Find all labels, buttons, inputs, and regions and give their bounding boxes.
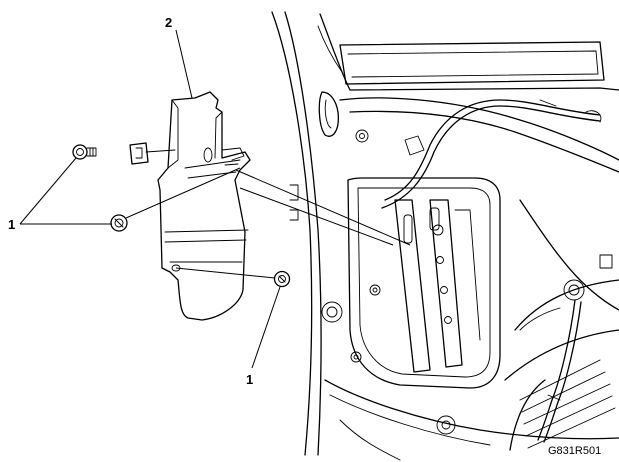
fastener-upper-left [72, 144, 97, 160]
door-bolt-icon [350, 351, 362, 363]
bracket-part [129, 91, 251, 321]
speaker-grille [519, 359, 616, 449]
leader-lines [19, 29, 411, 369]
callout-label-fastener-bottom: 1 [246, 372, 253, 387]
door-cable [381, 99, 602, 209]
figure-id: G831R501 [548, 445, 601, 457]
door-bolt-icon [355, 129, 369, 143]
callout-label-bracket: 2 [165, 15, 172, 30]
door-cable [537, 299, 582, 443]
fastener-middle-left [110, 214, 128, 232]
callout-label-fastener-left: 1 [8, 217, 15, 232]
door-inner-panel [271, 11, 619, 461]
fastener-lower-right [273, 270, 291, 288]
door-bolt-icon [563, 279, 585, 301]
door-bolt-icon [369, 284, 381, 296]
